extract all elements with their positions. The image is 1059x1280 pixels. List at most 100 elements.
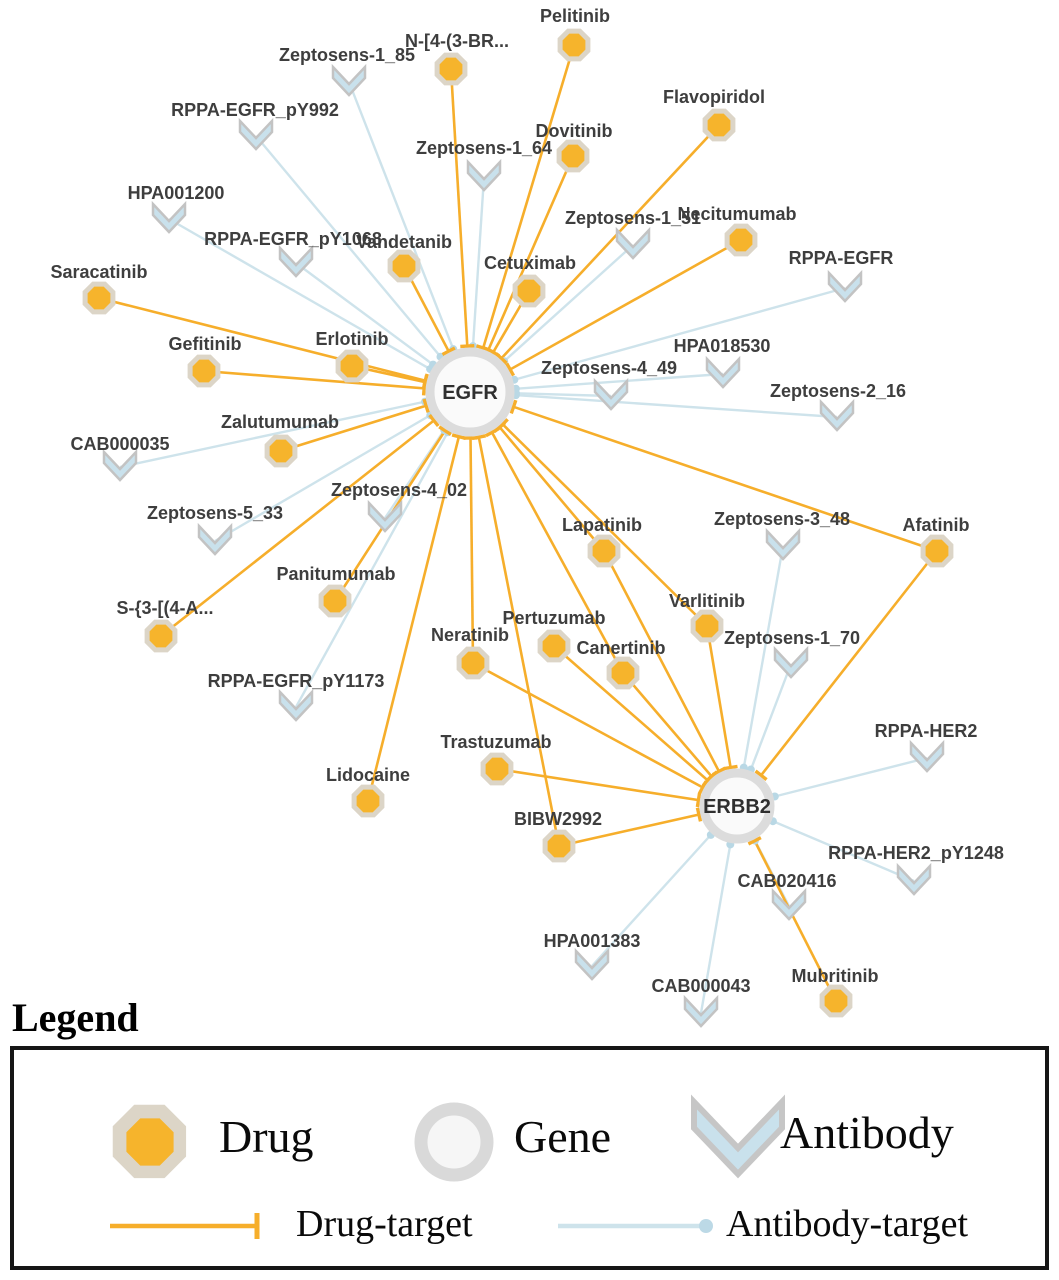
gene-circle: [425, 347, 515, 437]
node-label-rppa_her2: RPPA-HER2: [875, 721, 978, 741]
legend-box: Drug Gene Antibody Drug-target Antibody-…: [10, 1046, 1049, 1270]
node-label-zep5_33: Zeptosens-5_33: [147, 503, 283, 523]
drug-node-neratinib: [456, 646, 490, 680]
drug-edge-endbar: [695, 792, 702, 808]
drug-edge-endbar: [496, 418, 509, 431]
node-label-zalutumumab: Zalutumumab: [221, 412, 339, 432]
drug-edge-endbar: [486, 347, 501, 358]
antibody-node-cab000035: [102, 448, 138, 482]
drug-target-edge: [366, 391, 472, 802]
node-label-afatinib: Afatinib: [903, 515, 970, 535]
drug-edge-endbar: [695, 807, 703, 822]
drug-node-s3_4a: [144, 619, 178, 653]
drug-edge-endbar: [441, 346, 456, 357]
drug-edge-endbar: [747, 836, 762, 846]
node-label-neratinib: Neratinib: [431, 625, 509, 645]
antibody-legend-label: Antibody: [780, 1107, 954, 1158]
node-label-saracatinib: Saracatinib: [50, 262, 147, 282]
drug-node-varlitinib: [690, 609, 724, 643]
node-label-cab000035: CAB000035: [70, 434, 169, 454]
drug-target-edge: [468, 391, 625, 674]
drug-target-edge: [449, 68, 472, 393]
node-label-trastuzumab: Trastuzumab: [440, 732, 551, 752]
node-label-pelitinib: Pelitinib: [540, 6, 610, 26]
node-label-zep2_16: Zeptosens-2_16: [770, 381, 906, 401]
drug-node-cetuximab: [512, 274, 546, 308]
drug-edge-endbar: [438, 425, 452, 436]
drug-legend-label: Drug: [219, 1111, 314, 1162]
antibody-node-cab020416: [771, 887, 807, 921]
drug-node-saracatinib: [82, 281, 116, 315]
antibody-node-hpa018530: [705, 355, 741, 389]
gene-legend-label: Gene: [514, 1111, 612, 1162]
drug-edge-endbar: [485, 427, 499, 438]
node-label-vandetanib: Vandetanib: [356, 232, 452, 252]
drug-target-edge: [735, 550, 939, 807]
antibody-node-rppa_her2_py1248: [896, 862, 932, 896]
node-label-lapatinib: Lapatinib: [562, 515, 642, 535]
drug-node-dovitinib: [556, 139, 590, 173]
node-label-dovitinib: Dovitinib: [536, 121, 613, 141]
node-label-hpa001200: HPA001200: [128, 183, 225, 203]
drug-node-bibw2992: [542, 829, 576, 863]
drug-edge-endbar: [705, 770, 719, 783]
node-label-zep4_49: Zeptosens-4_49: [541, 358, 677, 378]
gene-label-erbb2: ERBB2: [703, 796, 771, 818]
antibody-target-legend-label: Antibody-target: [726, 1203, 969, 1245]
drug-target-edge: [469, 238, 742, 394]
antibody-node-rppa_egfr_py1068: [278, 244, 314, 278]
node-label-lidocaine: Lidocaine: [326, 765, 410, 785]
antibody-target-edge: [469, 286, 846, 394]
antibody-target-edge: [735, 545, 785, 807]
node-label-n4_3br: N-[4-(3-BR...: [405, 31, 509, 51]
drug-target-line-icon: [110, 1213, 260, 1239]
drug-target-edge: [160, 390, 471, 638]
antibody-node-zep1_51: [615, 226, 651, 260]
node-label-cab000043: CAB000043: [651, 976, 750, 996]
node-label-rppa_her2_py1248: RPPA-HER2_pY1248: [828, 843, 1004, 863]
drug-target-edge: [469, 390, 938, 553]
antibody-node-zep5_33: [197, 522, 233, 556]
antibody-target-edge: [294, 391, 472, 708]
node-label-zep4_02: Zeptosens-4_02: [331, 480, 467, 500]
antibody-node-rppa_egfr_py992: [238, 117, 274, 151]
antibody-node-hpa001200: [151, 200, 187, 234]
node-label-s3_4a: S-{3-[(4-A...: [116, 598, 213, 618]
drug-target-legend-label: Drug-target: [296, 1203, 473, 1245]
drug-edge-endbar: [460, 343, 475, 349]
drug-edge-endbar: [421, 374, 429, 390]
antibody-legend-icon: [691, 1094, 785, 1179]
drug-node-lidocaine: [351, 784, 385, 818]
node-label-zep1_70: Zeptosens-1_70: [724, 628, 860, 648]
drug-target-edge: [469, 391, 708, 627]
antibody-node-zep1_85: [331, 63, 367, 97]
drug-node-gefitinib: [187, 354, 221, 388]
drug-node-lapatinib: [587, 534, 621, 568]
antibody-node-rppa_egfr: [827, 269, 863, 303]
drug-node-necitumumab: [724, 223, 758, 257]
drug-edge-endbar: [723, 764, 738, 771]
node-label-cab020416: CAB020416: [737, 871, 836, 891]
gene-node-egfr: EGFR: [425, 347, 515, 437]
node-label-erlotinib: Erlotinib: [316, 329, 389, 349]
antibody-target-edge: [119, 390, 471, 469]
drug-edge-endbar: [422, 398, 430, 413]
drug-node-flavopiridol: [702, 108, 736, 142]
node-label-gefitinib: Gefitinib: [169, 334, 242, 354]
antibody-node-zep2_16: [819, 398, 855, 432]
node-label-rppa_egfr_py1068: RPPA-EGFR_pY1068: [204, 229, 382, 249]
drug-edge-endbar: [505, 362, 516, 377]
gene-label-egfr: EGFR: [442, 382, 498, 404]
node-label-zep1_51: Zeptosens-1_51: [565, 208, 701, 228]
antibody-node-hpa001383: [574, 947, 610, 981]
drug-target-edge: [468, 44, 576, 393]
drug-node-afatinib: [920, 534, 954, 568]
legend-title: Legend: [12, 995, 139, 1040]
drug-node-pertuzumab: [537, 629, 571, 663]
antibody-target-edge: [347, 81, 472, 393]
drug-node-canertinib: [606, 656, 640, 690]
node-label-rppa_egfr_py992: RPPA-EGFR_pY992: [171, 100, 339, 120]
node-label-panitumumab: Panitumumab: [276, 564, 395, 584]
node-label-pertuzumab: Pertuzumab: [502, 608, 605, 628]
